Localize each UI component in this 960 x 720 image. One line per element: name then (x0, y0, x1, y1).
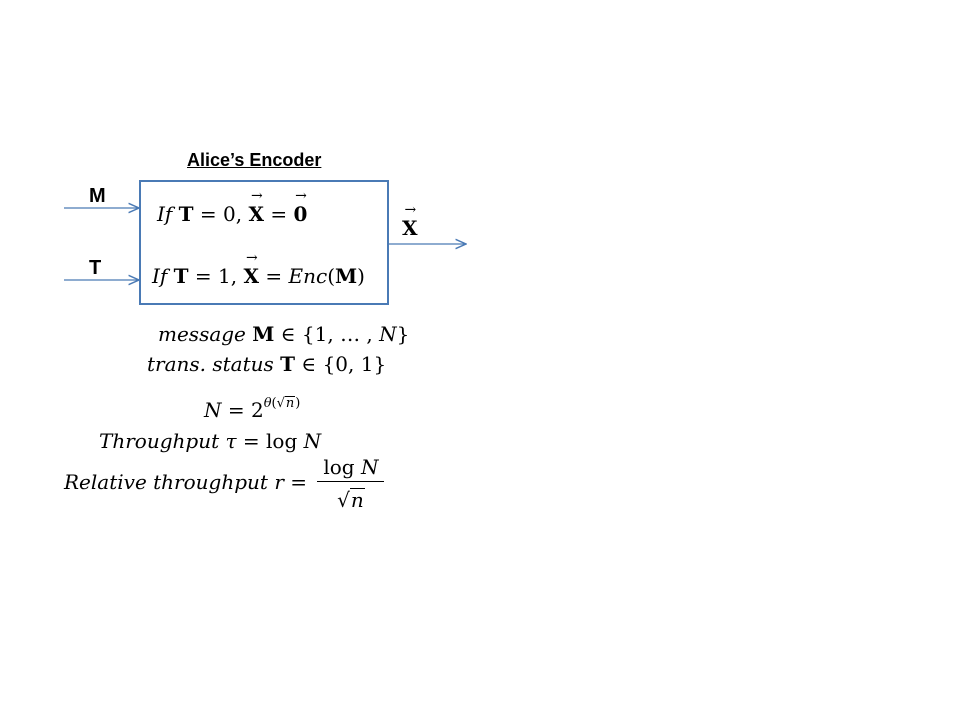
status-definition: trans. status T ∈ {0, 1} (147, 352, 387, 376)
relative-throughput-formula: Relative throughput r = log N√n (64, 455, 385, 512)
encoder-rule-t0: If T = 0, X = 0 (157, 202, 307, 226)
encoder-title: Alice’s Encoder (187, 150, 322, 170)
encoder-rule-t1: If T = 1, X = Enc(M) (152, 264, 365, 288)
n-formula: N = 2θ(√n) (204, 396, 301, 422)
output-label-x: X (402, 216, 418, 240)
encoder-box (139, 180, 389, 305)
relative-throughput-fraction: log N√n (317, 455, 385, 512)
message-definition: message M ∈ {1, … , N} (158, 322, 410, 346)
throughput-formula: Throughput τ = log N (99, 429, 322, 453)
input-label-t: T (89, 257, 102, 279)
input-label-m: M (89, 185, 106, 207)
